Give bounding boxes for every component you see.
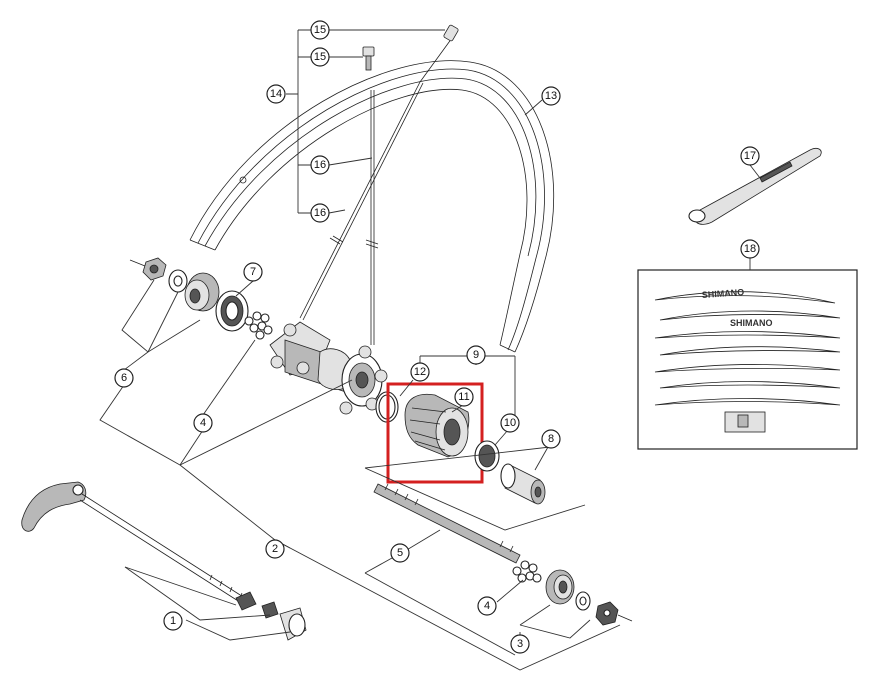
callout-13: 13 bbox=[541, 86, 561, 106]
spoke-nipple-top bbox=[443, 24, 459, 42]
callout-11: 11 bbox=[454, 387, 474, 407]
svg-text:1: 1 bbox=[170, 615, 176, 627]
freehub-highlight-box bbox=[386, 382, 484, 484]
callout-4-right: 4 bbox=[477, 596, 497, 616]
svg-text:11: 11 bbox=[458, 391, 469, 403]
spokes bbox=[299, 37, 453, 345]
svg-text:3: 3 bbox=[517, 638, 523, 650]
callout-6: 6 bbox=[114, 368, 134, 388]
rim bbox=[189, 60, 555, 353]
freehub-body-11 bbox=[404, 393, 470, 458]
washer-left bbox=[168, 269, 188, 293]
spacer-10 bbox=[474, 440, 500, 472]
callout-7: 7 bbox=[243, 262, 263, 282]
callout-4-left: 4 bbox=[193, 413, 213, 433]
decal-set-box: SHIMANO SHIMANO bbox=[637, 269, 858, 450]
decal-brand-b: SHIMANO bbox=[730, 318, 773, 328]
svg-text:12: 12 bbox=[414, 366, 426, 378]
callout-17: 17 bbox=[740, 146, 760, 166]
quick-release-skewer bbox=[79, 493, 249, 607]
svg-text:16: 16 bbox=[314, 159, 326, 171]
callout-15-top: 15 bbox=[310, 20, 330, 40]
svg-text:13: 13 bbox=[545, 90, 557, 102]
svg-text:17: 17 bbox=[744, 150, 756, 162]
spoke-nipple-side bbox=[362, 46, 375, 71]
locknut-right bbox=[595, 601, 633, 626]
svg-text:16: 16 bbox=[314, 207, 326, 219]
axle bbox=[373, 483, 521, 564]
svg-text:4: 4 bbox=[200, 417, 206, 429]
locknut-left bbox=[129, 257, 167, 281]
callout-5: 5 bbox=[390, 543, 410, 563]
svg-text:14: 14 bbox=[270, 88, 282, 100]
qr-adjusting-nut bbox=[279, 607, 307, 641]
ball-bearings-left bbox=[244, 311, 273, 340]
svg-text:2: 2 bbox=[272, 543, 278, 555]
callout-1: 1 bbox=[163, 611, 183, 631]
decal-brand-a: SHIMANO bbox=[701, 287, 744, 300]
svg-text:10: 10 bbox=[504, 417, 516, 429]
sleeve-8 bbox=[500, 463, 546, 505]
svg-text:15: 15 bbox=[314, 51, 326, 63]
svg-text:15: 15 bbox=[314, 24, 326, 36]
svg-text:6: 6 bbox=[121, 372, 127, 384]
quick-release-lever bbox=[21, 481, 87, 532]
washer-right bbox=[575, 591, 591, 611]
svg-text:4: 4 bbox=[484, 600, 490, 612]
qr-spring-right bbox=[261, 601, 279, 619]
ball-bearings-right bbox=[512, 560, 542, 583]
cone-left bbox=[184, 272, 220, 312]
callout-3: 3 bbox=[510, 634, 530, 654]
callout-18: 18 bbox=[740, 239, 760, 259]
callout-12: 12 bbox=[410, 362, 430, 382]
callout-10: 10 bbox=[500, 413, 520, 433]
cone-right bbox=[545, 569, 575, 605]
callout-8: 8 bbox=[541, 429, 561, 449]
spoke-wrench bbox=[688, 148, 822, 225]
svg-text:8: 8 bbox=[548, 433, 554, 445]
callout-2: 2 bbox=[265, 539, 285, 559]
qr-spring-left bbox=[235, 591, 257, 611]
svg-text:5: 5 bbox=[397, 547, 403, 559]
dust-cap-left bbox=[215, 290, 249, 332]
callout-15-side: 15 bbox=[310, 47, 330, 67]
callout-16-lower: 16 bbox=[310, 203, 330, 223]
callout-9: 9 bbox=[466, 345, 486, 365]
callout-14: 14 bbox=[266, 84, 286, 104]
callout-16-upper: 16 bbox=[310, 155, 330, 175]
hub-body bbox=[269, 321, 388, 415]
svg-text:7: 7 bbox=[250, 266, 256, 278]
svg-text:18: 18 bbox=[744, 243, 756, 255]
svg-text:9: 9 bbox=[473, 349, 479, 361]
